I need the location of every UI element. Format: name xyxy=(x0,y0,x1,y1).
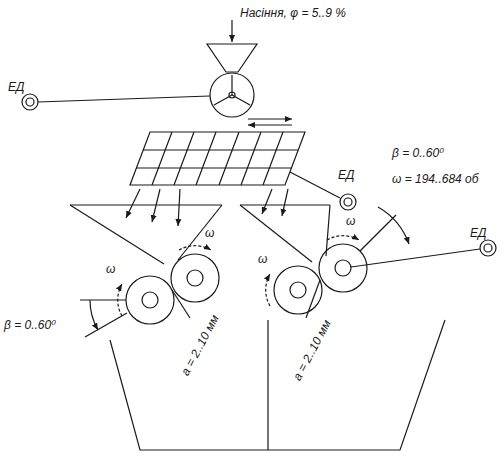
motor-label: ЕД xyxy=(338,168,354,182)
rotation-label: ω xyxy=(106,262,115,276)
motor-label: ЕД xyxy=(8,80,24,94)
rotation-label: ω xyxy=(258,252,267,266)
angle-dimension: β = 0..60⁰ xyxy=(4,318,56,332)
gap-dimension: а = 2..10 мм xyxy=(178,312,222,378)
rotation-label: ω xyxy=(346,214,355,228)
motor-label: ЕД xyxy=(470,226,486,240)
gap-dimension: а = 2..10 мм xyxy=(290,317,334,383)
rotation-label: ω xyxy=(205,226,214,240)
angle-dimension: β = 0..60⁰ xyxy=(392,146,444,160)
speed-note: ω = 194..684 об xyxy=(392,172,479,186)
input-note: Насіння, φ = 5..9 % xyxy=(240,6,346,20)
